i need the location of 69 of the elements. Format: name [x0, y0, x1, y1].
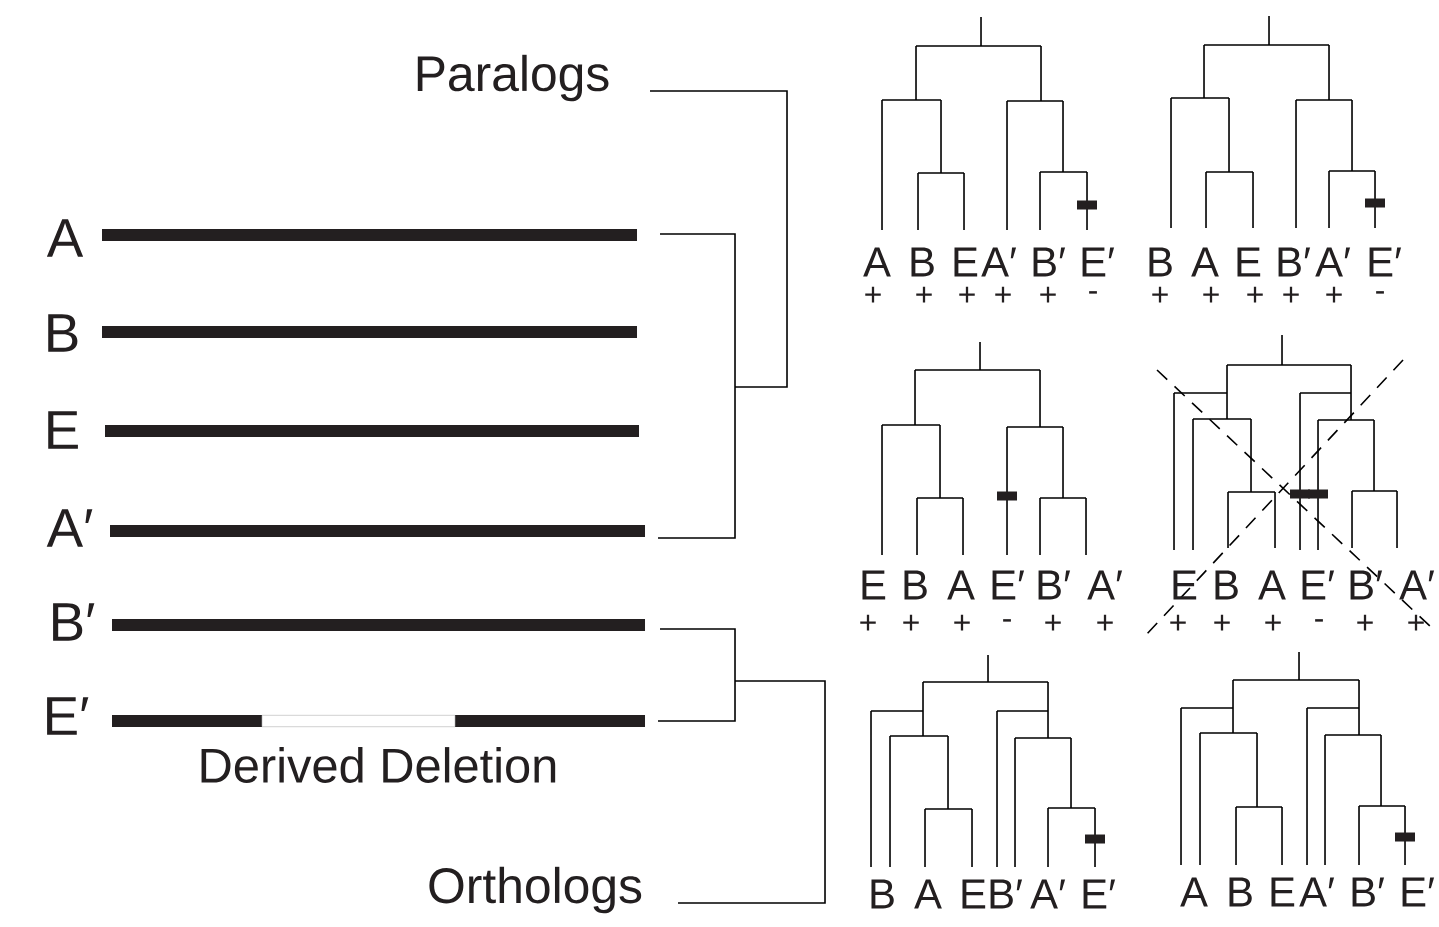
state-sign: + [1097, 614, 1113, 631]
sequence-label: A′ [46, 509, 93, 547]
state-sign: + [1214, 614, 1230, 631]
leaf-label: A′ [981, 247, 1017, 277]
leaf-label: B [904, 570, 927, 600]
leaf-label: A′ [1299, 877, 1335, 907]
leaf-label: E [862, 570, 886, 600]
sequence-label: B [48, 314, 78, 352]
leaf-label: B [871, 879, 894, 909]
leaf-label: E [1173, 570, 1197, 600]
leaf-label: B [911, 247, 934, 277]
sequence-label: E′ [47, 697, 89, 735]
sequence-label: B′ [53, 603, 95, 641]
state-sign: + [865, 286, 881, 303]
leaf-label: E′ [1082, 247, 1115, 277]
group-label: Paralogs [417, 54, 609, 102]
leaf-label: B′ [1278, 247, 1311, 277]
state-sign: + [1203, 286, 1219, 303]
state-sign: - [1003, 619, 1011, 622]
leaf-label: B [1229, 877, 1252, 907]
state-sign: + [1152, 286, 1168, 303]
leaf-label: A′ [1315, 247, 1351, 277]
state-sign: + [1170, 614, 1186, 631]
leaf-label: E′ [992, 570, 1025, 600]
state-sign: + [1283, 286, 1299, 303]
state-sign: + [1326, 286, 1342, 303]
leaf-label: E′ [1402, 877, 1435, 907]
leaf-label: E [954, 247, 978, 277]
leaf-label: B [1215, 570, 1238, 600]
state-sign: + [860, 614, 876, 631]
state-sign: + [954, 614, 970, 631]
leaf-label: E′ [1083, 879, 1116, 909]
state-sign: + [1040, 286, 1056, 303]
leaf-label: B′ [1352, 877, 1385, 907]
state-sign: + [959, 286, 975, 303]
state-sign: + [1247, 286, 1263, 303]
leaf-label: A [1258, 570, 1286, 600]
state-sign: + [903, 614, 919, 631]
leaf-label: B′ [990, 879, 1023, 909]
state-sign: + [916, 286, 932, 303]
group-label: Orthologs [429, 866, 642, 914]
leaf-label: E′ [1302, 570, 1335, 600]
leaf-label: A [1191, 247, 1219, 277]
state-sign: + [1265, 614, 1281, 631]
leaf-label: B′ [1038, 570, 1071, 600]
leaf-label: A′ [1030, 879, 1066, 909]
leaf-label: E [962, 879, 986, 909]
state-sign: + [995, 286, 1011, 303]
annotation-text: Derived Deletion [201, 747, 556, 783]
leaf-label: A [914, 879, 942, 909]
leaf-label: A′ [1087, 570, 1123, 600]
leaf-label: B′ [1033, 247, 1066, 277]
state-sign: + [1408, 614, 1424, 631]
leaf-label: A [863, 247, 891, 277]
leaf-label: E [1237, 247, 1261, 277]
sequence-label: A [46, 219, 84, 257]
state-sign: - [1376, 291, 1384, 294]
leaf-label: E [1271, 877, 1295, 907]
leaf-label: A [1180, 877, 1208, 907]
state-sign: + [1045, 614, 1061, 631]
sequence-label: E [48, 411, 78, 449]
leaf-label: B′ [1350, 570, 1383, 600]
state-sign: - [1089, 291, 1097, 294]
leaf-label: A [947, 570, 975, 600]
state-sign: + [1357, 614, 1373, 631]
leaf-label: E′ [1369, 247, 1402, 277]
state-sign: - [1315, 619, 1323, 622]
leaf-label: A′ [1399, 570, 1435, 600]
leaf-label: B [1149, 247, 1172, 277]
